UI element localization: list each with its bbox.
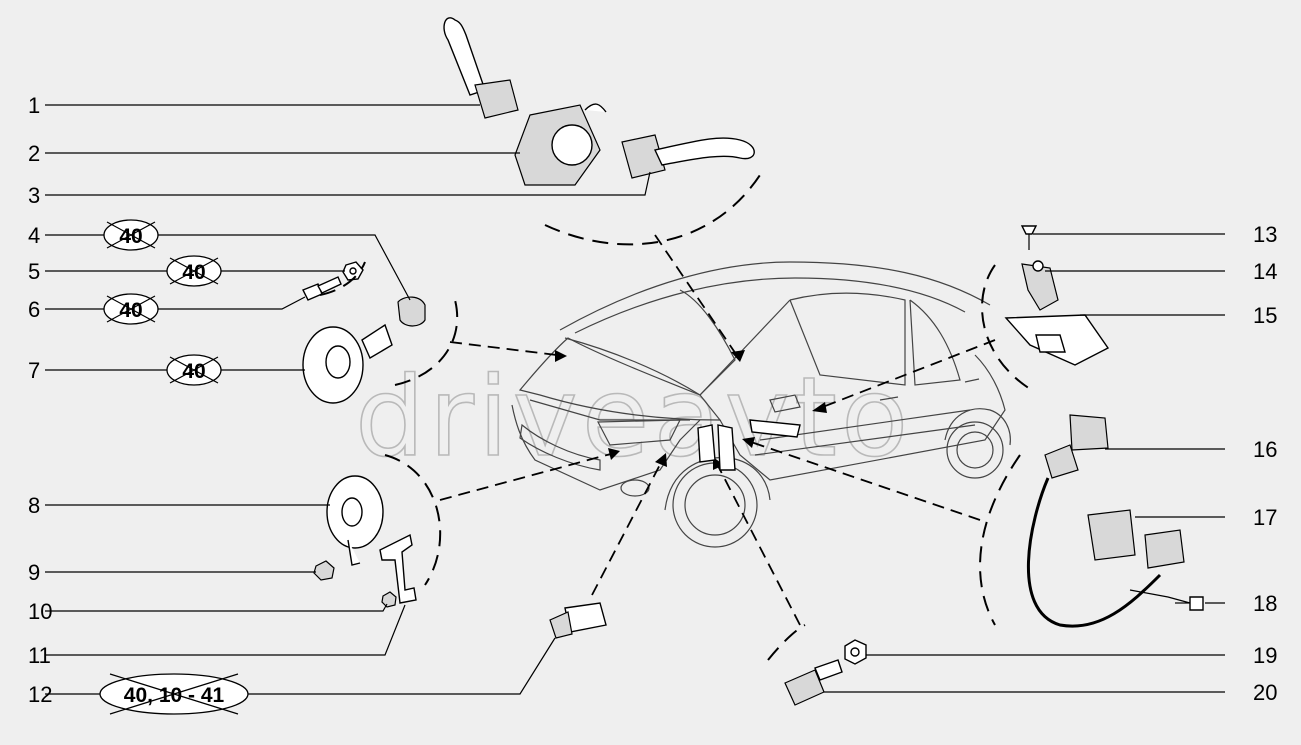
badge-text: 40, 10 - 41	[124, 684, 225, 707]
callout-number-7: 7	[28, 358, 40, 383]
part-5-nut	[342, 261, 364, 281]
part-16-connector-harness	[1027, 414, 1162, 628]
badge-text: 40	[119, 299, 142, 322]
part-6-bolt	[302, 276, 342, 301]
part-19-nut	[844, 639, 867, 665]
part-14-switch	[1021, 260, 1059, 311]
callout-number-8: 8	[28, 493, 40, 518]
part-9-nut	[313, 560, 335, 581]
part-17-switch	[1087, 509, 1185, 569]
part-11-bracket	[379, 533, 417, 604]
badge-callout-4: 40	[103, 219, 159, 251]
part-7-horn	[302, 323, 393, 404]
callout-number-1: 1	[28, 93, 40, 118]
part-3-light-switch	[621, 134, 755, 179]
badge-text: 40	[182, 360, 205, 383]
callout-number-9: 9	[28, 560, 40, 585]
group-arcs	[319, 174, 1036, 661]
callout-number-3: 3	[28, 183, 40, 208]
leader-lines	[45, 104, 1225, 695]
badge-callout-7: 40	[166, 354, 222, 386]
badge-callout-12: 40, 10 - 41	[99, 673, 249, 715]
callout-number-19: 19	[1253, 643, 1277, 668]
part-13-screw	[1020, 225, 1038, 250]
part-15-bracket	[1004, 314, 1110, 366]
callout-numbers-left: 1 2 3 4 5 6 7 8 9 10 11 12	[28, 93, 52, 707]
callout-number-14: 14	[1253, 259, 1277, 284]
callout-number-15: 15	[1253, 303, 1277, 328]
part-20-switch	[784, 659, 843, 706]
callout-number-17: 17	[1253, 505, 1277, 530]
badge-text: 40	[119, 225, 142, 248]
callout-number-18: 18	[1253, 591, 1277, 616]
car-outline	[511, 261, 1011, 548]
callout-numbers-right: 13 14 15 16 17 18 19 20	[1253, 222, 1277, 705]
callout-number-16: 16	[1253, 437, 1277, 462]
part-10-nut	[381, 591, 397, 608]
part-1-wiper-switch	[443, 17, 519, 119]
part-4-connector	[397, 296, 426, 327]
watermark: driveavto	[355, 353, 912, 481]
callout-number-10: 10	[28, 599, 52, 624]
callout-number-20: 20	[1253, 680, 1277, 705]
badge-callout-6: 40	[103, 293, 159, 325]
badge-text: 40	[182, 261, 205, 284]
callout-number-2: 2	[28, 141, 40, 166]
callout-number-4: 4	[28, 223, 40, 248]
callout-number-13: 13	[1253, 222, 1277, 247]
callout-number-12: 12	[28, 682, 52, 707]
callout-number-11: 11	[28, 643, 51, 668]
installed-bracket	[697, 419, 801, 471]
callout-number-5: 5	[28, 259, 40, 284]
part-8-horn	[326, 475, 384, 566]
part-18-screw	[1175, 596, 1204, 611]
part-2-column-switch	[514, 103, 607, 186]
callout-number-6: 6	[28, 297, 40, 322]
part-12-sensor	[549, 602, 607, 639]
arrows	[439, 234, 996, 626]
badge-callout-5: 40	[166, 255, 222, 287]
